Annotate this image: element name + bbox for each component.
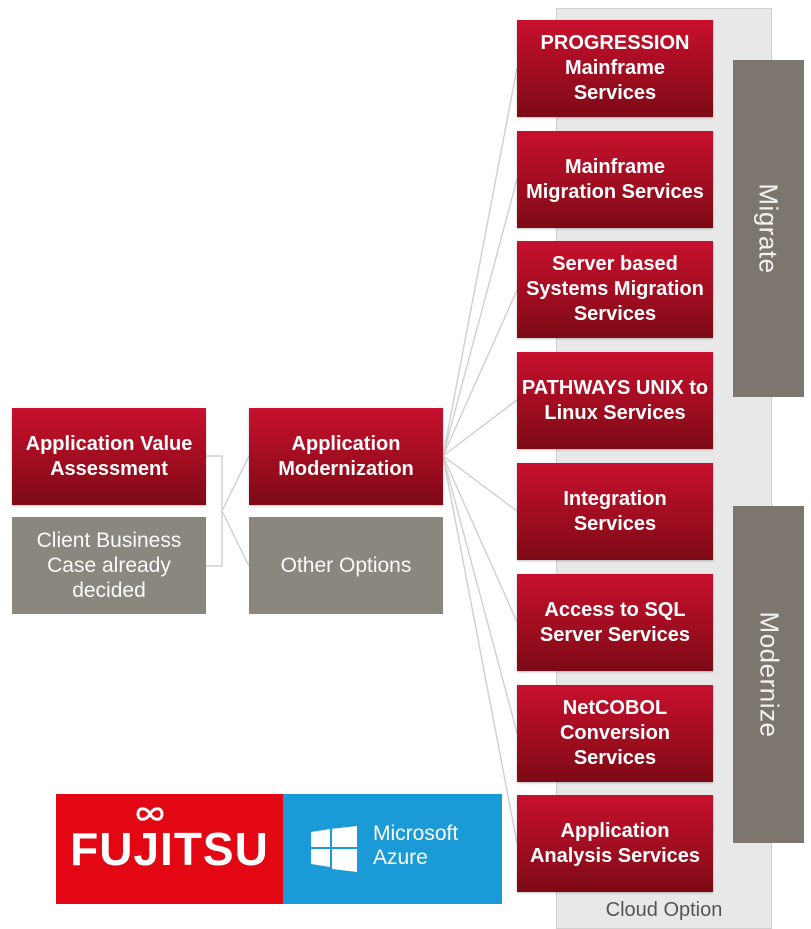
connector-service-7 [442,455,518,734]
fujitsu-logo: FUJITSU [56,794,283,904]
left-bracket-line [206,455,223,567]
fujitsu-wordmark: FUJITSU [70,823,269,875]
azure-label: Azure [373,846,428,869]
modernize-label: Modernize [754,611,784,738]
service-box-integration: Integration Services [517,463,713,560]
service-label: Server based Systems Migration Services [526,253,704,325]
connector-service-8 [442,455,518,844]
service-box-server-migration: Server based Systems Migration Services [517,241,713,338]
service-label: NetCOBOL Conversion Services [559,697,671,769]
connector-service-4 [442,399,518,457]
modernize-category-bar: Modernize [733,506,804,843]
service-box-netcobol: NetCOBOL Conversion Services [517,685,713,782]
application-modernization-box: Application Modernization [249,408,443,505]
connector-service-2 [442,178,518,457]
service-box-application-analysis: Application Analysis Services [517,795,713,892]
microsoft-label: Microsoft [373,822,459,845]
service-box-mainframe-migration: Mainframe Migration Services [517,131,713,228]
connector-service-5 [442,455,518,512]
connector-service-3 [442,289,518,457]
client-business-case-box: Client Business Case already decided [12,517,206,614]
service-label: Access to SQL Server Services [539,598,691,646]
service-label: PATHWAYS UNIX to Linux Services [521,376,709,424]
fujitsu-infinity-icon [136,807,164,821]
microsoft-azure-logo: Microsoft Azure [283,794,502,904]
windows-icon [311,826,357,872]
service-label: Application Analysis Services [529,819,701,867]
connector-service-6 [442,455,518,623]
client-business-case-label: Client Business Case already decided [36,529,182,602]
service-box-pathways-unix: PATHWAYS UNIX to Linux Services [517,352,713,449]
other-options-label: Other Options [280,554,412,577]
migrate-category-bar: Migrate [733,60,804,397]
service-box-progression: PROGRESSION Mainframe Services [517,20,713,117]
service-box-sql-server: Access to SQL Server Services [517,574,713,671]
connector-service-1 [442,67,518,457]
cloud-option-label: Cloud Option [605,899,723,921]
application-modernization-label: Application Modernization [278,432,414,480]
connector-to-other-options [221,510,250,567]
service-label: Integration Services [563,487,667,535]
application-value-assessment-label: Application Value Assessment [25,432,193,480]
service-label: PROGRESSION Mainframe Services [540,32,690,104]
other-options-box: Other Options [249,517,443,614]
connector-to-modernization [221,455,250,512]
migrate-label: Migrate [754,183,785,274]
service-label: Mainframe Migration Services [526,155,704,203]
application-value-assessment-box: Application Value Assessment [12,408,206,505]
